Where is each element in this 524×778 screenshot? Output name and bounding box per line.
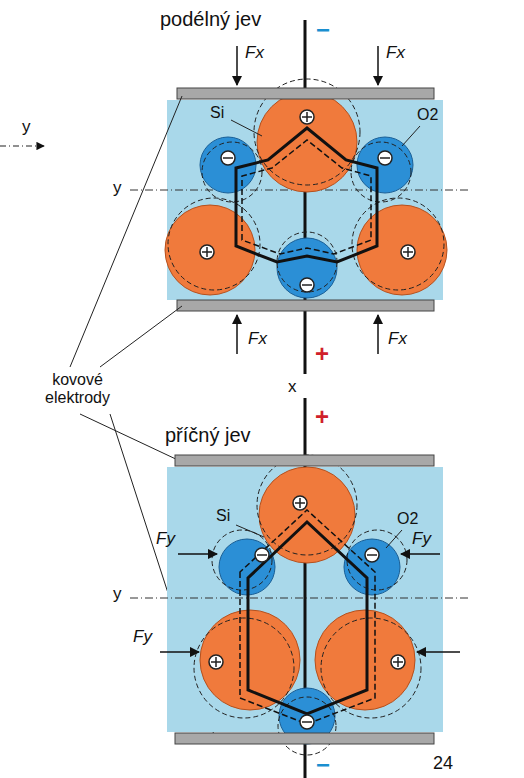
metal-electrode xyxy=(175,455,434,466)
axis-label: y xyxy=(22,118,31,137)
page-number: 24 xyxy=(433,754,453,774)
ions xyxy=(200,467,415,744)
atom-label: O2 xyxy=(397,510,418,528)
force-label: Fx xyxy=(386,44,405,63)
electrode-label: kovové elektrody xyxy=(20,371,135,406)
lattice-bonds xyxy=(248,522,367,714)
force-label: Fx xyxy=(245,44,264,63)
axis-label: y xyxy=(113,585,122,604)
axis-arrow xyxy=(0,145,44,146)
force-arrows xyxy=(237,46,378,354)
lattice-bonds xyxy=(236,128,377,262)
y-axis xyxy=(130,598,470,599)
leader-lines xyxy=(236,525,402,548)
panel-title: podélný jev xyxy=(160,8,261,30)
metal-electrode xyxy=(177,300,434,311)
force-label: Fy xyxy=(412,530,431,549)
atom-label: Si xyxy=(216,507,230,525)
axis-label: x xyxy=(287,378,298,397)
x-axis xyxy=(304,20,307,374)
force-label: Fx xyxy=(248,330,267,349)
deformed-bonds xyxy=(240,510,375,724)
axis-label: y xyxy=(113,179,122,198)
polarity-sign: − xyxy=(316,17,330,43)
leader-lines xyxy=(231,120,420,146)
force-label: Fy xyxy=(133,628,152,647)
ions xyxy=(165,92,447,298)
metal-electrode xyxy=(177,88,434,99)
charge-symbols xyxy=(200,110,415,292)
force-label: Fx xyxy=(388,330,407,349)
deformed-ions xyxy=(194,455,421,755)
charge-symbols xyxy=(209,496,405,729)
metal-electrode xyxy=(175,733,434,744)
deformed-bonds xyxy=(242,140,371,254)
polarity-sign: + xyxy=(315,404,329,430)
polarity-sign: + xyxy=(315,341,329,367)
force-label: Fy xyxy=(156,530,175,549)
force-arrows xyxy=(160,554,460,652)
panel-title: příčný jev xyxy=(165,424,251,446)
atom-label: Si xyxy=(210,104,224,122)
deformed-ions xyxy=(168,79,444,292)
atom-label: O2 xyxy=(417,106,438,124)
polarity-sign: − xyxy=(316,752,330,778)
